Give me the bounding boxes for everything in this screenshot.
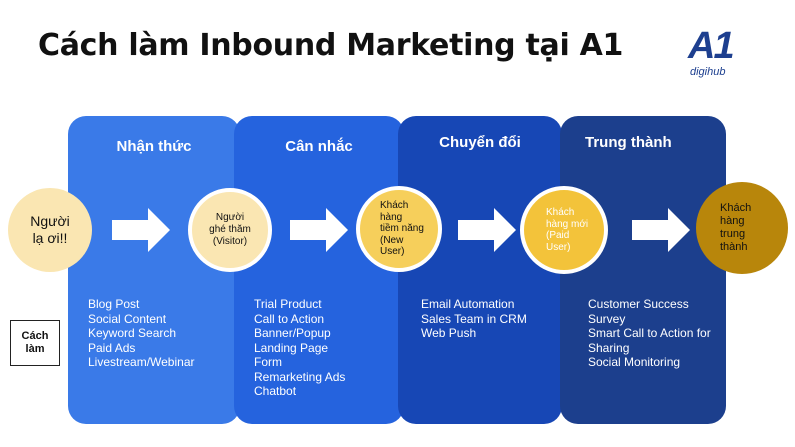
circle-text: thành [720, 241, 748, 253]
arrow-right-icon [458, 208, 516, 252]
stage-item: Keyword Search [88, 326, 177, 340]
stage-item: Remarketing Ads [254, 369, 346, 384]
circle-text: Khách [720, 202, 752, 214]
stage-conversion: Chuyển đổi Email Automation Sales Team i… [398, 116, 562, 424]
stage-item: Sales Team in CRM [421, 311, 527, 326]
circle-text: hàng [380, 211, 403, 223]
stage-title: Trung thành [585, 134, 672, 151]
stage-circle-loyal: Khách hàng trung thành [696, 182, 788, 274]
stage-circle-visitor: Người ghé thăm (Visitor) [188, 188, 272, 272]
arrow-right-icon [112, 208, 170, 252]
arrow-right-icon [632, 208, 690, 252]
stage-circle-stranger: Người lạ ơi!! [8, 188, 92, 272]
stage-item: Smart Call to Action for [588, 326, 711, 340]
stage-item: Paid Ads [88, 340, 136, 355]
circle-text: Khách [546, 207, 575, 218]
circle-text: (Paid [546, 230, 570, 241]
stage-item: Call to Action [254, 311, 325, 326]
stage-item: Banner/Popup [254, 326, 331, 340]
stage-item: Web Push [421, 326, 477, 340]
stage-item: Form [254, 355, 282, 369]
arrow-right-icon [290, 208, 348, 252]
stage-loyalty: Trung thành Customer Success Survey Smar… [560, 116, 726, 424]
circle-text: hàng mới [546, 218, 589, 230]
stage-items: Email Automation Sales Team in CRM Web P… [421, 297, 527, 341]
stage-consideration: Cân nhắc Trial Product Call to Action Ba… [234, 116, 404, 424]
stage-circle-lead: Khách hàng tiềm năng (New User) [356, 186, 442, 272]
circle-text: tiềm năng [380, 223, 424, 235]
row-label-line: Cách [21, 330, 49, 342]
circle-text: User) [380, 246, 405, 258]
stage-items: Trial Product Call to Action Banner/Popu… [254, 297, 345, 399]
stage-items: Blog Post Social Content Keyword Search … [88, 297, 195, 370]
stage-awareness: Nhận thức Blog Post Social Content Keywo… [68, 116, 240, 424]
row-label-methods: Cách làm [10, 320, 60, 366]
logo-main-text: A1 [688, 25, 735, 67]
stage-item: Email Automation [421, 297, 515, 311]
stage-item: Customer Success [588, 297, 689, 311]
circle-text: hàng [720, 215, 745, 227]
stage-title: Nhận thức [116, 138, 192, 155]
circle-text: trung [720, 228, 746, 240]
circle-text: ghé thăm [209, 224, 251, 235]
logo-sub-text: digihub [690, 66, 726, 78]
stage-title: Cân nhắc [285, 138, 353, 155]
stage-item: Blog Post [88, 297, 140, 311]
circle-text: lạ ơi!! [32, 230, 68, 246]
a1-digihub-logo: A1 digihub [688, 26, 768, 86]
stage-item: Livestream/Webinar [88, 355, 195, 369]
stage-item: Survey [588, 311, 626, 326]
page-title: Cách làm Inbound Marketing tại A1 [38, 28, 624, 63]
stage-item: Sharing [588, 340, 630, 355]
stage-item: Trial Product [254, 297, 322, 311]
circle-text: (Visitor) [212, 236, 248, 247]
stage-title: Chuyển đổi [439, 134, 521, 151]
circle-text: (New [380, 234, 404, 246]
stage-item: Chatbot [254, 384, 297, 398]
circle-text: Khách [380, 200, 409, 212]
stage-items: Customer Success Survey Smart Call to Ac… [588, 297, 711, 370]
circle-text: Người [215, 212, 245, 223]
stage-item: Landing Page [254, 340, 329, 355]
stage-item: Social Content [88, 311, 167, 326]
circle-text: User) [546, 241, 571, 253]
row-label-line: làm [25, 343, 45, 355]
circle-text: Người [30, 213, 70, 229]
stage-item: Social Monitoring [588, 355, 681, 369]
stage-circle-customer: Khách hàng mới (Paid User) [520, 186, 608, 274]
